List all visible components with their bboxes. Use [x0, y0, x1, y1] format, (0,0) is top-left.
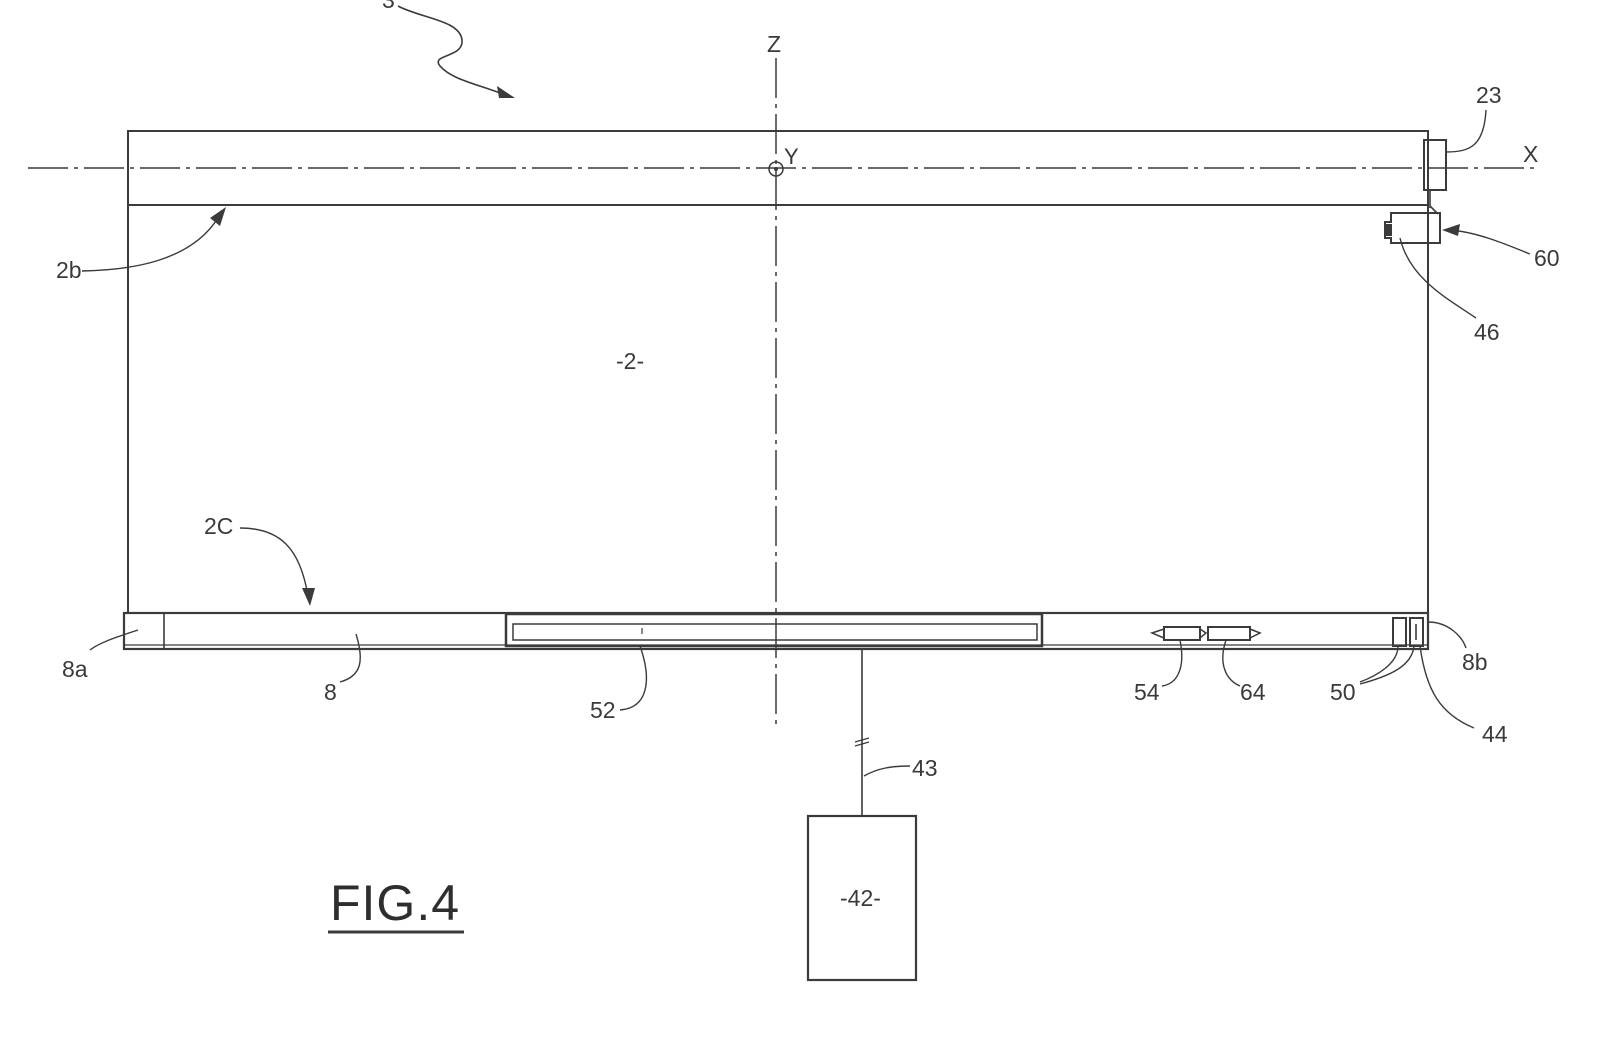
leader-54 — [1162, 640, 1182, 686]
label-50: 50 — [1330, 679, 1356, 705]
label-60: 60 — [1534, 245, 1560, 271]
element-64 — [1208, 627, 1250, 640]
label-64: 64 — [1240, 679, 1266, 705]
leader-50a — [1360, 646, 1398, 682]
label-44: 44 — [1482, 721, 1508, 747]
label-panel-2: -2- — [616, 348, 644, 374]
x-axis-label: X — [1523, 141, 1538, 167]
leader-52 — [620, 646, 646, 710]
element-50a — [1393, 618, 1406, 646]
leader-8 — [340, 634, 360, 682]
label-46: 46 — [1474, 319, 1500, 345]
leader-3-wavy-arrow — [398, 6, 508, 96]
element-52 — [506, 614, 1042, 646]
y-axis-dot — [774, 167, 778, 171]
leader-2c — [240, 528, 308, 596]
arrowhead-3 — [497, 86, 515, 98]
label-23: 23 — [1476, 82, 1502, 108]
label-43: 43 — [912, 755, 938, 781]
leader-64 — [1223, 640, 1240, 686]
label-8b: 8b — [1462, 649, 1488, 675]
label-2c: 2C — [204, 513, 233, 539]
arrowhead-60 — [1442, 224, 1460, 236]
leader-46 — [1400, 238, 1476, 318]
leader-2b — [82, 218, 218, 271]
z-axis-label: Z — [767, 31, 781, 57]
figure-title: FIG.4 — [330, 875, 460, 931]
element-64-ends — [1250, 629, 1260, 638]
y-axis-label: Y — [784, 144, 799, 169]
bracket-60 — [1385, 213, 1440, 243]
leader-60 — [1450, 230, 1530, 254]
label-3: 3 — [382, 0, 395, 13]
leader-23 — [1446, 110, 1486, 152]
leader-43 — [864, 766, 910, 776]
label-8: 8 — [324, 679, 337, 705]
leader-8a — [90, 630, 138, 650]
element-54 — [1164, 627, 1200, 640]
label-8a: 8a — [62, 656, 88, 682]
arrowhead-2b — [210, 207, 226, 226]
label-42: -42- — [840, 885, 881, 911]
bracket-60-tab — [1386, 224, 1392, 236]
label-52: 52 — [590, 697, 616, 723]
element-52-inner — [513, 624, 1037, 640]
leader-8b — [1428, 622, 1466, 648]
arrowhead-2c — [302, 588, 315, 606]
label-2b: 2b — [56, 257, 82, 283]
panel-2-outline — [128, 131, 1428, 613]
element-54-ends — [1152, 629, 1206, 638]
label-54: 54 — [1134, 679, 1160, 705]
